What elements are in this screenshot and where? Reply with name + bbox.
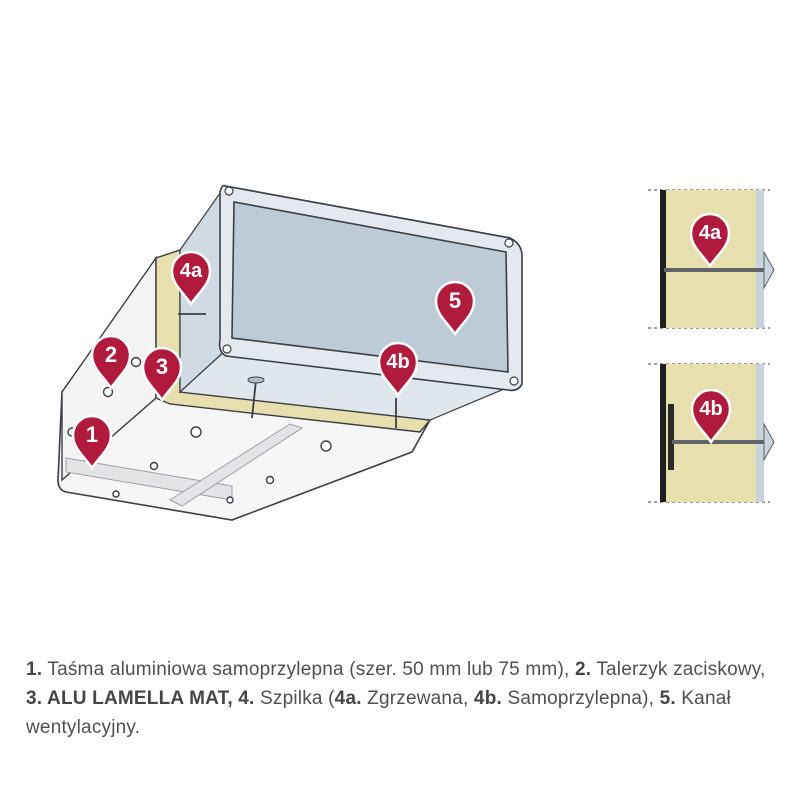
marker-5-label: 5 <box>449 288 461 313</box>
marker-2-label: 2 <box>105 342 117 367</box>
legend-num-4b: 4b. <box>473 688 502 709</box>
legend-num-5: 5. <box>659 688 676 709</box>
marker-1-label: 1 <box>86 422 98 447</box>
legend-caption: 1. Taśma aluminiowa samoprzylepna (szer.… <box>26 655 786 742</box>
marker-4a: 4a <box>170 250 212 306</box>
marker-4b-label: 4b <box>386 351 409 373</box>
legend-text-6: Kanał wentylacyjny. <box>26 688 731 738</box>
legend-num-4a: 4a. <box>334 688 362 709</box>
legend-num-2: 2. <box>574 659 592 680</box>
legend-text-2: Talerzyk zaciskowy, <box>591 659 766 680</box>
legend-text-4: Zgrzewana, <box>361 688 474 709</box>
marker-3-label: 3 <box>156 354 168 379</box>
corner-bolt <box>504 238 514 248</box>
pin-head <box>247 376 265 384</box>
side-marker-4b-label: 4b <box>699 398 722 420</box>
corner-bolt <box>222 344 232 354</box>
marker-4b: 4b <box>377 341 419 397</box>
side-marker-4a-label: 4a <box>699 222 722 244</box>
aluminium-tape-strip <box>168 423 304 507</box>
corner-bolt <box>509 376 519 386</box>
marker-5: 5 <box>434 280 476 336</box>
corner-bolt <box>224 186 234 196</box>
marker-3: 3 <box>141 346 183 402</box>
legend-num-1: 1. <box>26 659 43 680</box>
marker-2: 2 <box>90 334 132 390</box>
legend-num-3: 3. ALU LAMELLA MAT, 4. <box>26 688 255 709</box>
legend-text-3: Szpilka ( <box>254 688 335 709</box>
legend-text-1: Taśma aluminiowa samoprzylepna (szer. 50… <box>42 659 575 680</box>
side-marker-4b: 4b <box>690 388 732 444</box>
side-marker-4a: 4a <box>689 212 731 268</box>
marker-4a-label: 4a <box>180 260 203 282</box>
duct-flange-frame <box>218 184 523 392</box>
legend-text-5: Samoprzylepna), <box>501 688 660 709</box>
pin-welded <box>251 379 257 419</box>
marker-1: 1 <box>71 414 113 470</box>
